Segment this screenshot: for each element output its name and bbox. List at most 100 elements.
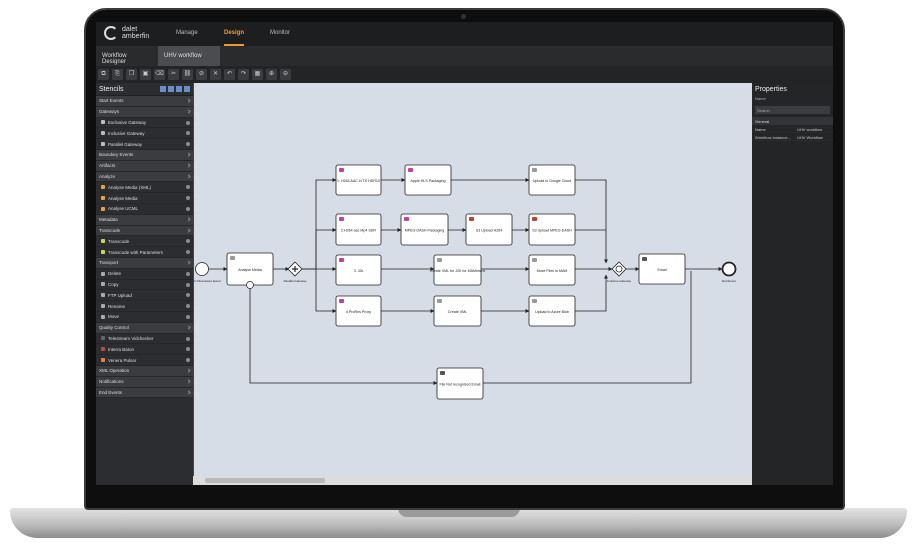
stencil-item-venera-pulsar[interactable]: Venera Pulsar [96, 355, 193, 366]
stencil-label: Boundary Events [99, 152, 134, 158]
delete-icon[interactable]: ⌫ [154, 69, 165, 80]
copy-icon[interactable]: ⧉ [98, 69, 109, 80]
task-upload-azure-label: Upload to Azure Blob [535, 310, 569, 314]
task-error-email[interactable] [436, 367, 484, 400]
gear-icon [230, 256, 235, 260]
stencil-group-artifacts[interactable]: Artifacts [96, 160, 193, 172]
stencil-item-telestream-vidchecker[interactable]: Telestream Vidchecker [96, 333, 193, 345]
tab-bar: Workflow Designer UHV workflow [96, 46, 833, 66]
stencil-group-start-events[interactable]: Start Events [96, 96, 193, 107]
stencil-item-analyse-ucml[interactable]: Analyse UCML [96, 203, 193, 215]
scrollbar-thumb[interactable] [205, 478, 325, 483]
zoom-in-icon[interactable]: ⊕ [266, 69, 277, 80]
task-create-xml[interactable] [433, 295, 482, 327]
start-event[interactable] [195, 262, 209, 276]
sort-icon[interactable] [160, 86, 166, 92]
nav-manage[interactable]: Manage [176, 30, 198, 36]
task-h264-aac-ts[interactable] [335, 164, 382, 196]
task-create-xml-j2k[interactable] [433, 254, 482, 286]
task-mpeg-dash[interactable] [400, 213, 449, 246]
boundary-event[interactable] [246, 281, 254, 289]
expand-icon[interactable] [184, 86, 190, 92]
info-icon [186, 250, 190, 255]
tab-workflow-designer[interactable]: Workflow Designer [102, 53, 127, 65]
stencil-label: Transport [99, 260, 119, 266]
stencil-group-notifications[interactable]: Notifications [96, 376, 193, 388]
info-icon [186, 282, 190, 287]
task-s3-upload-h264-label: S3 Upload H264 [476, 229, 502, 233]
close-icon[interactable]: ✕ [210, 69, 221, 80]
stencil-item-rename[interactable]: Rename [96, 301, 193, 312]
stencil-item-icon [101, 271, 105, 276]
stencil-group-xml-operation[interactable]: XML Operation [96, 365, 193, 377]
tab-uhv-workflow[interactable]: UHV workflow [158, 46, 220, 66]
stencil-item-ftp-upload[interactable]: FTP Upload [96, 290, 193, 302]
collapse-icon[interactable] [176, 86, 182, 92]
stencil-item-icon [101, 196, 105, 201]
stencil-label: Start Events [99, 98, 124, 104]
info-icon [186, 185, 190, 190]
stencil-item-copy[interactable]: Copy [96, 279, 193, 291]
inclusive-gateway[interactable] [611, 261, 627, 277]
mail-icon [642, 257, 647, 261]
task-move-mam[interactable] [528, 254, 576, 286]
task-email[interactable] [638, 253, 686, 285]
task-prores-proxy[interactable] [335, 295, 382, 327]
stencil-group-transport[interactable]: Transport [96, 257, 193, 269]
canvas-horizontal-scrollbar[interactable] [193, 476, 752, 485]
zoom-out-icon[interactable]: ⊖ [280, 69, 291, 80]
stencil-label: Analyze [99, 173, 116, 179]
layout-icon[interactable]: ▦ [252, 69, 263, 80]
redo-icon[interactable]: ↷ [238, 69, 249, 80]
stencil-label: Notifications [99, 379, 124, 385]
properties-search-input[interactable]: Search [755, 106, 830, 114]
task-apple-hls[interactable] [404, 164, 452, 196]
save-icon[interactable]: ▣ [140, 69, 151, 80]
stencil-group-gateways[interactable]: Gateways [96, 106, 193, 118]
stencil-label: Quality Control [99, 325, 129, 331]
end-event[interactable] [721, 261, 737, 277]
stencil-item-parallel-gateway[interactable]: Parallel Gateway [96, 139, 193, 150]
nav-monitor[interactable]: Monitor [270, 30, 291, 36]
task-h264-mp4[interactable] [335, 213, 382, 246]
stencil-label: Gateways [99, 109, 120, 115]
stencil-item-transcode-with-parameters[interactable]: Transcode with Parameters [96, 247, 193, 258]
properties-row[interactable]: Workflow Instance... UHV Workflow [752, 133, 833, 141]
task-h264-aac-ts-label: 1. H264 AAC in TS HDR10 [337, 179, 380, 183]
stencil-item-icon [101, 206, 105, 211]
stencil-item-interra-baton[interactable]: Interra Baton [96, 344, 193, 356]
stencil-group-quality-control[interactable]: Quality Control [96, 322, 193, 334]
undo-icon[interactable]: ↶ [224, 69, 235, 80]
filter-icon[interactable] [168, 86, 174, 92]
stencil-group-analyze[interactable]: Analyze [96, 171, 193, 183]
stencil-item-move[interactable]: Move [96, 311, 193, 323]
stencil-group-end-events[interactable]: End Events [96, 387, 193, 399]
stencil-group-metadata[interactable]: Metadata [96, 214, 193, 226]
properties-section-general[interactable]: General [752, 117, 833, 125]
stencil-group-boundary-events[interactable]: Boundary Events [96, 149, 193, 161]
stencil-item-inclusive-gateway[interactable]: Inclusive Gateway [96, 128, 193, 140]
nav-design[interactable]: Design [224, 30, 245, 36]
stencil-item-transcode[interactable]: Transcode [96, 236, 193, 248]
unlink-icon[interactable]: ⊘ [196, 69, 207, 80]
task-s3-upload-h264[interactable] [465, 213, 513, 246]
cut-icon[interactable]: ✂ [168, 69, 179, 80]
info-icon [186, 293, 190, 298]
stencil-label: Transcode [99, 227, 121, 233]
stencil-item-delete[interactable]: Delete [96, 268, 193, 280]
task-upload-google[interactable] [528, 164, 576, 196]
properties-title: Properties [755, 86, 787, 93]
stencil-label: Artifacts [99, 163, 116, 169]
task-upload-azure[interactable] [528, 295, 576, 327]
duplicate-icon[interactable]: ❐ [126, 69, 137, 80]
properties-row[interactable]: Name UHV workflow [752, 125, 833, 133]
stencil-item-exclusive-gateway[interactable]: Exclusive Gateway [96, 117, 193, 129]
task-j2k[interactable] [335, 254, 382, 286]
stencil-group-transcode[interactable]: Transcode [96, 225, 193, 237]
link-icon[interactable]: ⛓ [182, 69, 193, 80]
stencil-item-analyse-media[interactable]: Analyse Media [96, 193, 193, 204]
task-s3-upload-dash[interactable] [528, 213, 576, 246]
stencil-item-analyse-media-xml-[interactable]: Analyse Media (XML) [96, 182, 193, 194]
paste-icon[interactable]: ⎘ [112, 69, 123, 80]
